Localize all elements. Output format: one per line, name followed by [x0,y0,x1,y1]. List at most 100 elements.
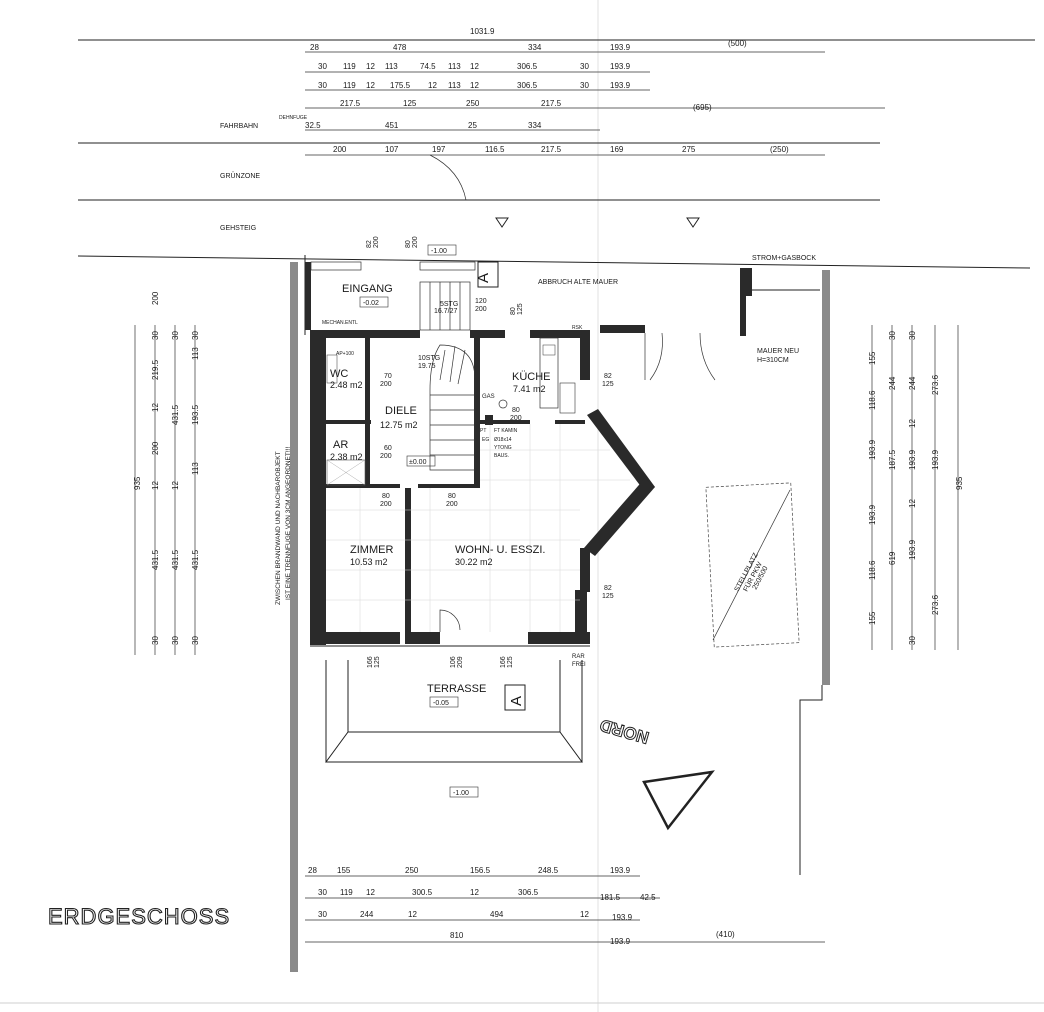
dim-label: 113 [448,62,461,71]
dim-label: (695) [693,103,712,112]
dim-label: 200 [475,306,487,313]
level-marker [495,217,509,228]
room-wohn: WOHN- U. ESSZI. [455,544,545,556]
dim-label: 30 [171,636,180,645]
dim-label: 125 [517,303,524,315]
dim-label: 431.5 [171,404,180,425]
dim-label: 125 [507,656,514,668]
dim-label: 219.5 [151,359,160,380]
room-wc: WC [330,368,348,380]
mauer-neu-label: MAUER NEU [757,348,799,355]
dim-label: 30 [318,910,327,919]
dim-label: 30 [191,331,200,340]
dim-label: 217.5 [541,99,562,108]
dim-label: 193.9 [908,449,917,470]
dim-label: 30 [318,62,327,71]
dim-label: 12 [151,481,160,490]
dim-label: 200 [151,441,160,455]
dim-label: 306.5 [518,888,539,897]
dim-label: 28 [310,43,319,52]
dim-label: 155 [868,351,877,365]
area-wc: 2.48 m2 [330,380,363,390]
dim-label: 155 [337,866,351,875]
dim-label: 70 [384,373,392,380]
dim-label: 12 [366,62,375,71]
room-labels: EINGANG -0.02 WC 2.48 m2 DIELE 12.75 m2 … [330,283,551,567]
dim-label: 30 [151,636,160,645]
dim-label: 193.5 [191,404,200,425]
dim-label: 116.5 [485,145,505,154]
dim-label: 12 [470,888,479,897]
dim-label: 12 [428,81,437,90]
dim-label: 30 [908,331,917,340]
kamin-label: BAUS. [494,453,509,459]
dim-label: 12 [470,81,479,90]
north-label: NORD [598,715,651,747]
top-dimensions: 1031.9 28 478 334 193.9 (500) 30 119 12 … [77,27,1035,269]
dim-label: 113 [448,81,461,90]
dim-label: 30 [171,331,180,340]
dim-label: 106 [450,656,457,668]
dim-label: 125 [374,656,381,668]
mauer-height-label: H=310CM [757,357,789,364]
dim-label: 30 [580,81,589,90]
misc-labels: -1.00 MECHAN.ENTL ABBRUCH ALTE MAUER MAU… [275,244,799,668]
dim-label: 120 [475,298,487,305]
dim-label: 250 [405,866,419,875]
dim-label: 113 [385,62,398,71]
dim-label: 334 [528,121,542,130]
pt-label: PT [480,428,486,434]
room-terrasse: TERRASSE [427,683,486,695]
dim-label: (410) [716,930,735,939]
area-kueche: 7.41 m2 [513,384,546,394]
dim-label: 118.6 [868,390,877,410]
area-zimmer: 10.53 m2 [350,557,388,567]
left-dimensions: 935 200 30 219.5 12 200 12 431.5 30 30 4… [133,291,200,655]
dim-label: 118.6 [868,560,877,580]
dim-label: 25 [468,121,477,130]
dim-label: 74.5 [420,62,436,71]
dim-label: 334 [528,43,542,52]
mechan-label: MECHAN.ENTL [322,320,358,326]
dim-label: 193.9 [931,449,940,470]
dim-label: 12 [470,62,479,71]
north-arrow: NORD [597,715,715,831]
dim-label: 431.5 [151,549,160,570]
dim-label: 200 [510,415,522,422]
room-kueche: KÜCHE [512,371,551,383]
dim-label: 244 [888,376,897,390]
area-ar: 2.38 m2 [330,452,363,462]
dim-label: 12 [366,888,375,897]
dim-label: 200 [380,381,392,388]
dim-label: 200 [446,501,458,508]
dim-label: 478 [393,43,407,52]
kamin-label: Ø18x14 [494,437,512,443]
dim-label: 300.5 [412,888,433,897]
dim-label: 119 [343,81,356,90]
dim-label: 60 [384,445,392,452]
level-terrasse: -0.05 [433,700,449,707]
dim-label: 275 [682,145,696,154]
dim-label: 12 [366,81,375,90]
stair-label: 16.7/27 [434,308,457,315]
dim-label: 166 [500,656,507,668]
dim-label: 193.9 [610,43,631,52]
abbruch-label: ABBRUCH ALTE MAUER [538,279,618,286]
dim-label: 193.9 [610,62,631,71]
dim-label: 193.9 [908,539,917,560]
dim-label: 12 [908,419,917,428]
dim-label: 244 [908,376,917,390]
dim-label: 935 [955,476,964,490]
dim-label: 248.5 [538,866,559,875]
dim-label: 175.5 [390,81,411,90]
parking-space: STELLPLATZ FÜR PKW 250/500 [705,482,800,648]
dim-label: 30 [318,888,327,897]
dim-label: 209 [457,656,464,668]
right-dimensions: 935 155 118.6 193.9 193.9 118.6 155 30 2… [868,325,964,650]
dim-label: 217.5 [340,99,361,108]
dim-label: 431.5 [191,549,200,570]
dim-top-total: 1031.9 [470,27,495,36]
hatched-area [326,354,366,486]
dim-label: 125 [602,593,614,600]
terrace: TERRASSE -0.05 -1.00 [310,645,590,798]
